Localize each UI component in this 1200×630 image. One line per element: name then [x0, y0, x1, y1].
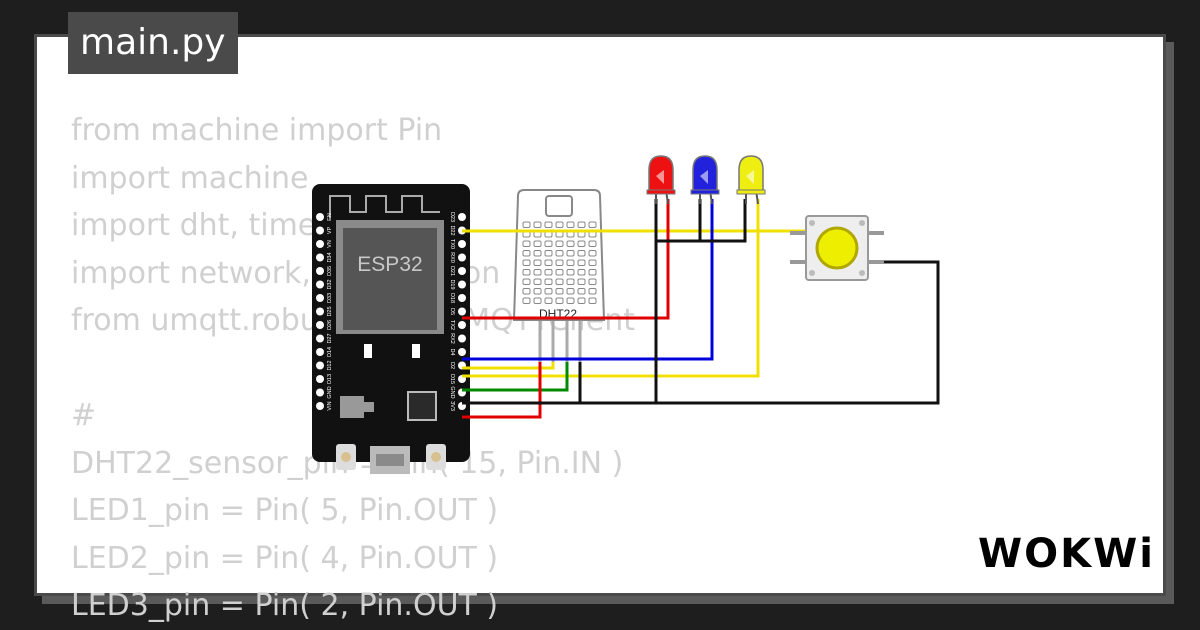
pin-d21[interactable] — [458, 267, 466, 275]
brand-name: WOKWi — [978, 531, 1155, 577]
led-group — [646, 155, 766, 205]
led-yellow[interactable] — [736, 155, 766, 205]
pin-label: EN — [327, 213, 333, 221]
pin-label: TX0 — [449, 239, 455, 249]
pin-d5[interactable] — [458, 307, 466, 316]
pin-label: D12 — [327, 360, 333, 370]
pin-d4[interactable] — [458, 348, 466, 356]
pin-d18[interactable] — [458, 294, 466, 302]
chip-label: ESP32 — [357, 253, 422, 276]
pin-d14[interactable] — [316, 348, 324, 356]
file-tab[interactable]: main.py — [68, 12, 238, 74]
code-line: DHT22_sensor_pin = Pin( 15, Pin.IN ) — [71, 445, 624, 481]
pin-d27[interactable] — [316, 334, 324, 343]
pin-d13[interactable] — [316, 375, 324, 383]
project-preview-card: from machine import Pin import machine imp… — [34, 34, 1166, 623]
pin-label: RX2 — [449, 333, 455, 344]
wire-black-gnd — [462, 260, 940, 405]
dht22-sensor[interactable]: DHT22 — [512, 189, 606, 362]
pin-label: D27 — [327, 333, 333, 343]
pin-label: 3V3 — [449, 401, 455, 411]
pin-label: D4 — [449, 348, 455, 355]
esp32-board[interactable]: ESP32 ENVPVND34D35D32D33D25D26D27D14D12D… — [312, 184, 470, 474]
pin-d12[interactable] — [316, 361, 324, 370]
dht22-vent-grid — [522, 221, 597, 304]
pin-label: D34 — [327, 252, 333, 262]
pin-label: D22 — [449, 225, 455, 235]
pin-rx0[interactable] — [458, 253, 466, 262]
pin-label: VIN — [327, 401, 333, 410]
led-blue[interactable] — [690, 155, 720, 205]
pin-label: GND — [327, 386, 333, 398]
button-cap[interactable] — [815, 226, 859, 270]
wire-red-dht-vcc — [462, 362, 542, 419]
pin-label: D35 — [327, 266, 333, 276]
pin-label: TX2 — [449, 320, 455, 330]
pin-d35[interactable] — [316, 267, 324, 275]
pin-label: D19 — [449, 279, 455, 289]
pin-vin[interactable] — [316, 402, 324, 410]
wokwi-logo: WOKWi — [978, 531, 1153, 577]
pin-tx0[interactable] — [458, 240, 466, 248]
pin-rx2[interactable] — [458, 334, 466, 343]
pin-d32[interactable] — [316, 280, 324, 289]
code-line: import dht, time — [71, 208, 317, 243]
pin-label: D33 — [327, 293, 333, 303]
antenna-trace — [329, 195, 440, 218]
code-line: # — [71, 398, 97, 433]
pin-d34[interactable] — [316, 253, 324, 262]
pin-label: VN — [327, 240, 333, 248]
code-line: import machine — [71, 160, 309, 196]
usb-chip — [407, 391, 437, 421]
code-line: LED1_pin = Pin( 5, Pin.OUT ) — [71, 493, 499, 528]
wires — [462, 199, 940, 419]
wire-green-dht — [462, 362, 569, 392]
pin-label: VP — [327, 227, 333, 235]
pin-label: D15 — [449, 374, 455, 384]
code-line: from machine import Pin — [71, 113, 443, 148]
pin-label: GND — [449, 386, 455, 398]
pin-d23[interactable] — [458, 213, 466, 221]
pin-label: D21 — [449, 266, 455, 276]
pin-vn[interactable] — [316, 240, 324, 248]
pin-label: D13 — [327, 374, 333, 384]
pin-label: D32 — [327, 279, 333, 289]
pin-label: D14 — [327, 347, 333, 357]
pin-label: D18 — [449, 293, 455, 303]
pin-label: D26 — [327, 320, 333, 330]
pin-d26[interactable] — [316, 321, 324, 329]
pin-label: D23 — [449, 212, 455, 222]
led-red[interactable] — [646, 155, 676, 205]
wire-yellow-led3 — [462, 199, 760, 378]
pin-label: D5 — [449, 308, 455, 315]
pin-en[interactable] — [316, 213, 324, 221]
pin-label: D2 — [449, 362, 455, 369]
code-line: LED3_pin = Pin( 2, Pin.OUT ) — [71, 588, 499, 623]
pin-gnd[interactable] — [316, 388, 324, 397]
regulator — [340, 396, 364, 418]
wire-yellow-dht — [462, 362, 555, 370]
code-line: LED2_pin = Pin( 4, Pin.OUT ) — [71, 540, 499, 576]
pin-tx2[interactable] — [458, 321, 466, 329]
pin-label: RX0 — [449, 252, 455, 263]
pin-vp[interactable] — [316, 226, 324, 235]
pin-d33[interactable] — [316, 294, 324, 302]
pin-label: D25 — [327, 306, 333, 316]
pin-d19[interactable] — [458, 280, 466, 289]
pin-d25[interactable] — [316, 307, 324, 316]
wire-blue-led2 — [462, 199, 714, 361]
push-button[interactable] — [790, 215, 884, 281]
wire-red-led1 — [462, 199, 670, 320]
